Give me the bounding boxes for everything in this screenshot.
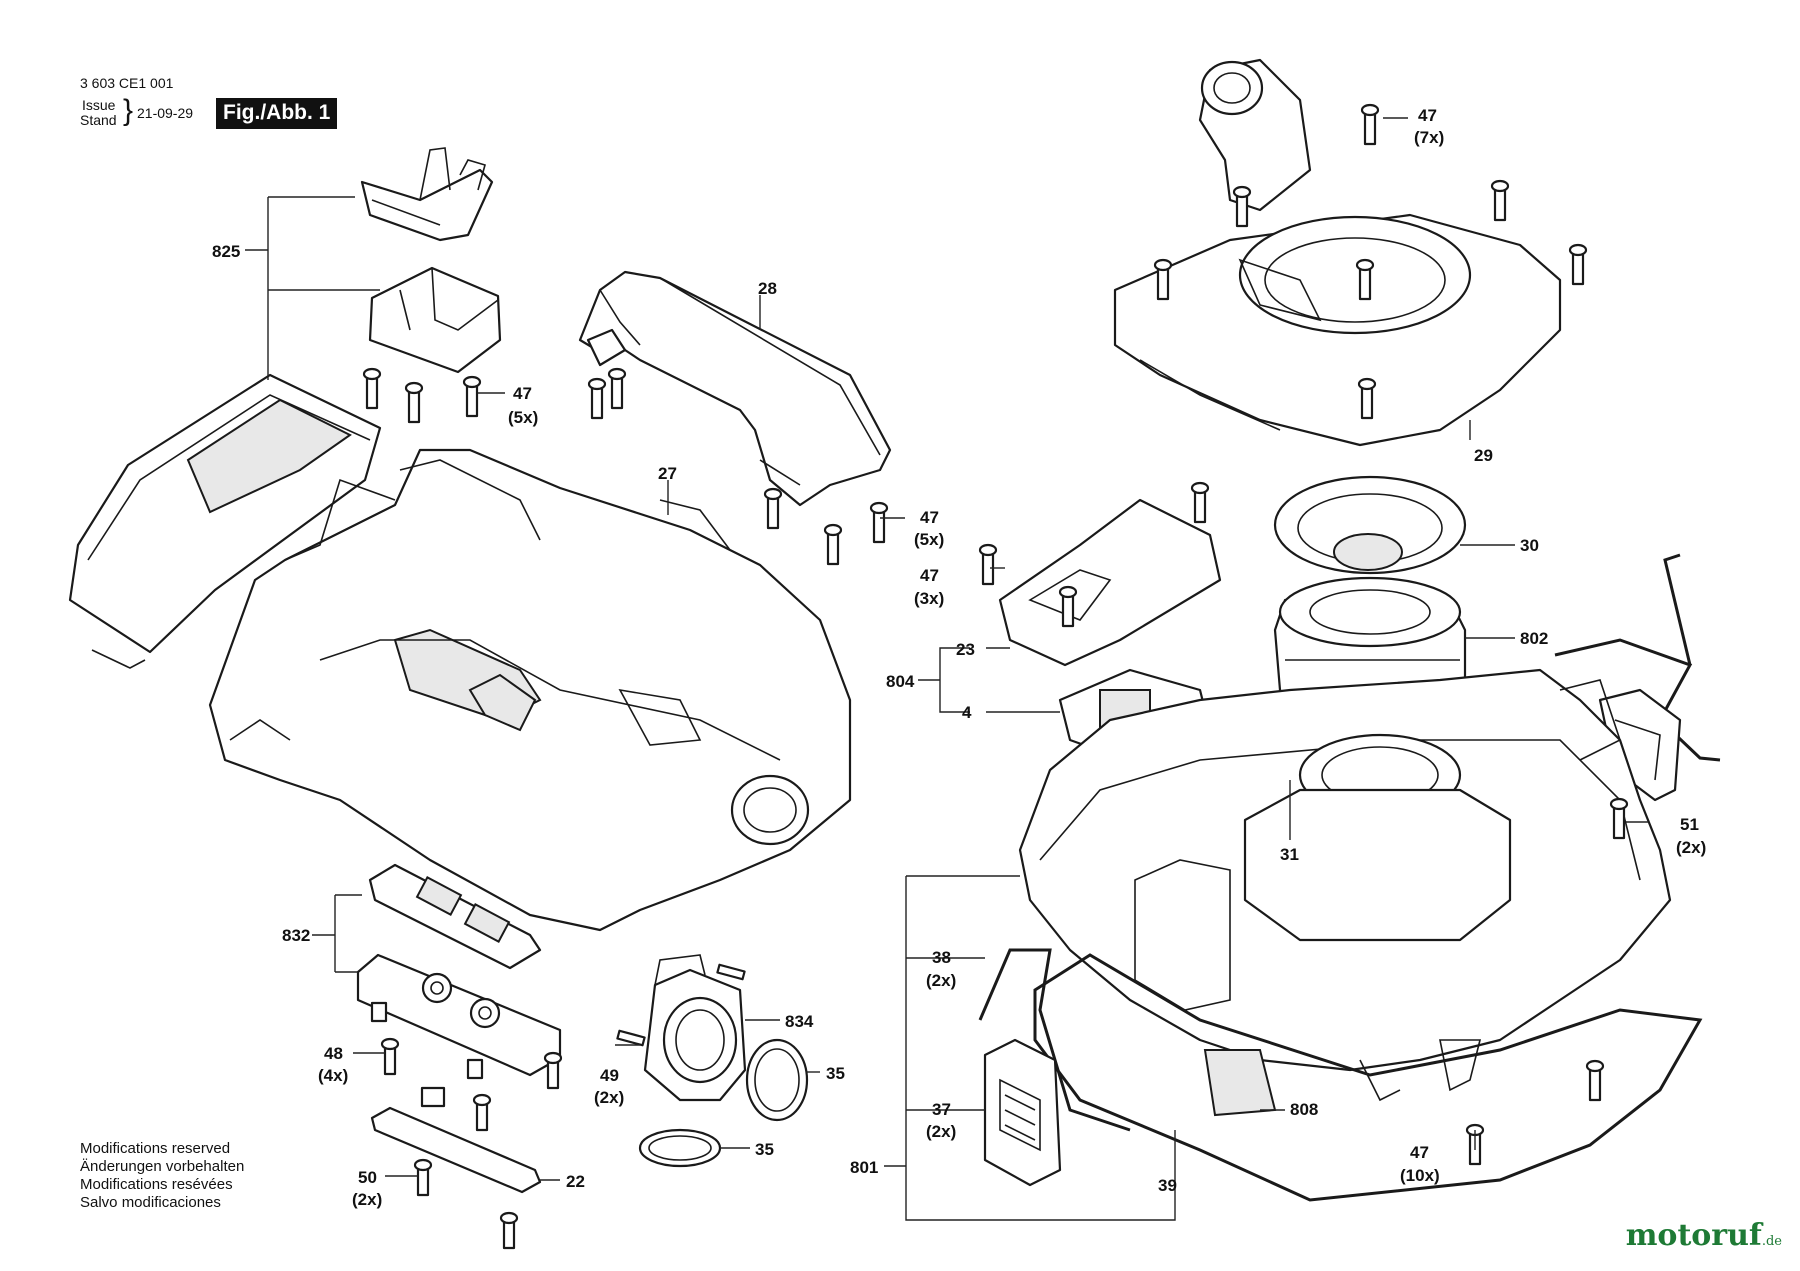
issue-date: 21-09-29	[137, 105, 194, 121]
label-48: 48	[324, 1044, 343, 1063]
label-47-a: 47	[513, 384, 532, 403]
label-49: 49	[600, 1066, 619, 1085]
label-47-e: 47	[1410, 1143, 1429, 1162]
stand-label: Stand	[80, 112, 117, 128]
cord-holder-part	[368, 266, 502, 374]
switch-pcb-part	[370, 1086, 542, 1194]
battery-connector-part	[978, 481, 1222, 667]
label-47-d: 47	[920, 566, 939, 585]
logo-text: motoruf	[1625, 1218, 1762, 1253]
label-51-qty: (2x)	[1676, 838, 1707, 857]
label-834: 834	[785, 1012, 814, 1031]
label-30: 30	[1520, 536, 1539, 555]
label-47-b: 47	[920, 508, 939, 527]
label-47-d-qty: (3x)	[914, 589, 945, 608]
label-35-b: 35	[755, 1140, 774, 1159]
leader-lines	[245, 117, 1648, 1221]
label-29: 29	[1474, 446, 1493, 465]
hose-coupling-part	[643, 954, 747, 1102]
label-808: 808	[1290, 1100, 1319, 1119]
label-28: 28	[758, 279, 777, 298]
label-47-c: 47	[1418, 106, 1437, 125]
seal-ring-upper-part	[745, 1038, 809, 1122]
label-50: 50	[358, 1168, 377, 1187]
label-48-qty: (4x)	[318, 1066, 349, 1085]
label-39: 39	[1158, 1176, 1177, 1195]
label-804: 804	[886, 672, 915, 691]
label-801: 801	[850, 1158, 879, 1177]
label-23: 23	[956, 640, 975, 659]
screws-group-a	[362, 367, 889, 566]
label-4: 4	[962, 703, 972, 722]
screws-group-b	[1153, 103, 1588, 420]
logo-suffix: .de	[1761, 1234, 1782, 1249]
base-housing-part	[1018, 668, 1672, 1102]
label-47-c-qty: (7x)	[1414, 128, 1445, 147]
label-37: 37	[932, 1100, 951, 1119]
label-47-a-qty: (5x)	[508, 408, 539, 427]
watermark-logo: motoruf.de	[1626, 1218, 1782, 1253]
base-seal-part	[1033, 953, 1703, 1202]
label-832: 832	[282, 926, 311, 945]
label-22: 22	[566, 1172, 585, 1191]
label-825: 825	[212, 242, 241, 261]
label-31: 31	[1280, 845, 1299, 864]
label-51: 51	[1680, 815, 1699, 834]
filter-housing-cover-part	[1113, 58, 1562, 447]
modifications-fr: Modifications resévées	[80, 1176, 233, 1193]
cable-clip-part	[360, 147, 494, 242]
wire-clip-part	[1554, 553, 1721, 762]
label-802: 802	[1520, 629, 1549, 648]
battery-cover-part	[68, 373, 382, 669]
label-47-b-qty: (5x)	[914, 530, 945, 549]
fan-seal-ring-part	[1273, 475, 1467, 575]
filter-grille-part	[983, 1038, 1062, 1187]
label-47-e-qty: (10x)	[1400, 1166, 1440, 1185]
keypad-membrane-part	[368, 863, 542, 970]
screws-group-d	[380, 963, 746, 1250]
issue-label: Issue	[82, 97, 116, 113]
label-49-qty: (2x)	[594, 1088, 625, 1107]
carry-handle-part	[578, 270, 892, 507]
main-housing-upper-part	[208, 448, 852, 932]
modifications-en: Modifications reserved	[80, 1140, 231, 1157]
modifications-de: Änderungen vorbehalten	[80, 1158, 245, 1175]
label-38: 38	[932, 948, 951, 967]
label-35-a: 35	[826, 1064, 845, 1083]
modifications-es: Salvo modificaciones	[80, 1194, 221, 1211]
label-37-qty: (2x)	[926, 1122, 957, 1141]
modifications-note: Modifications reserved Änderungen vorbeh…	[80, 1140, 244, 1212]
hinge-wire-part	[978, 948, 1131, 1132]
seal-ring-lower-part	[638, 1128, 722, 1168]
label-27: 27	[658, 464, 677, 483]
label-50-qty: (2x)	[352, 1190, 383, 1209]
figure-title: Fig./Abb. 1	[216, 98, 338, 129]
part-number: 3 603 CE1 001	[80, 75, 174, 91]
brace-icon: }	[123, 94, 134, 127]
label-38-qty: (2x)	[926, 971, 957, 990]
